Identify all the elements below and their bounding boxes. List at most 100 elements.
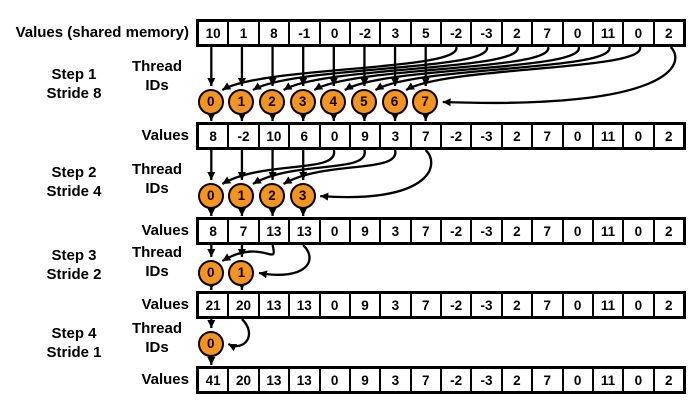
thread-id-circle: 3	[289, 88, 316, 115]
memory-cell: 7	[531, 294, 562, 316]
memory-cell: 2	[500, 294, 532, 316]
memory-cell: 13	[288, 220, 319, 242]
thread-id-circle: 6	[381, 88, 408, 115]
memory-cell: 9	[348, 294, 380, 316]
step-4-label: Step 4 Stride 1	[18, 324, 130, 362]
values-label-step1: Values	[141, 127, 189, 144]
memory-cell: 2	[500, 369, 532, 391]
memory-cell: 11	[591, 294, 623, 316]
arrow-right-operand	[252, 46, 489, 91]
memory-cell: 5	[409, 22, 440, 44]
memory-cell: 11	[591, 125, 623, 147]
memory-cell: 8	[199, 220, 228, 242]
memory-cell: 0	[622, 22, 653, 44]
memory-cell: 7	[531, 369, 562, 391]
step-label-line: Step 3	[51, 247, 97, 264]
memory-cell: 13	[288, 369, 319, 391]
arrow-right-operand	[221, 149, 335, 185]
thread-id-circle: 0	[197, 259, 224, 286]
memory-cell: 0	[318, 22, 349, 44]
values-label-step4: Values	[141, 371, 189, 388]
memory-cell: 6	[288, 125, 319, 147]
memory-cell: 2	[500, 22, 532, 44]
memory-cell: 2	[652, 220, 683, 242]
thread-id-circle: 2	[259, 88, 286, 115]
memory-cell: 10	[257, 125, 289, 147]
memory-cell: 0	[622, 125, 653, 147]
memory-cell: -2	[227, 125, 258, 147]
memory-cell: -3	[470, 220, 501, 242]
thread-id-circle: 7	[412, 88, 439, 115]
memory-cell: -2	[440, 22, 471, 44]
memory-cell: 7	[409, 369, 440, 391]
memory-cell: 7	[531, 220, 562, 242]
memory-cell: -3	[470, 22, 501, 44]
memory-cell: 2	[652, 369, 683, 391]
memory-cell: 0	[622, 294, 653, 316]
memory-cell: 0	[561, 22, 592, 44]
memory-cell: -2	[440, 220, 471, 242]
memory-cell: 20	[227, 294, 258, 316]
memory-cell: 0	[561, 125, 592, 147]
memory-cell: 7	[409, 220, 440, 242]
shared-memory-label: Values (shared memory)	[15, 24, 189, 41]
arrow-right-operand	[258, 244, 311, 279]
arrow-right-operand	[320, 149, 433, 201]
memory-cell: 0	[318, 369, 349, 391]
memory-cell: 7	[531, 125, 562, 147]
memory-cell: 2	[500, 220, 532, 242]
step-label-line: Step 4	[51, 325, 97, 342]
thread-ids-label-step2: Thread IDs	[131, 161, 182, 197]
memory-cell: 20	[227, 369, 258, 391]
arrow-right-operand	[221, 46, 458, 91]
memory-cell: 3	[379, 294, 410, 316]
memory-cell: 9	[348, 369, 380, 391]
arrow-right-operand	[374, 46, 611, 91]
thread-id-circle: 0	[197, 182, 224, 209]
stride-label-line: Stride 2	[46, 266, 102, 283]
memory-cell: 10	[199, 22, 228, 44]
memory-cell: -2	[348, 22, 380, 44]
memory-cell: 0	[561, 220, 592, 242]
memory-cell: 0	[318, 294, 349, 316]
thread-id-circle: 2	[259, 182, 286, 209]
memory-cell: 7	[409, 294, 440, 316]
memory-cell: 41	[199, 369, 228, 391]
arrow-right-operand	[344, 46, 580, 91]
memory-cell: 7	[227, 220, 258, 242]
step-1-label: Step 1 Stride 8	[18, 65, 130, 103]
memory-cell: -3	[470, 294, 501, 316]
memory-cell: 0	[318, 220, 349, 242]
memory-cell: 0	[561, 294, 592, 316]
memory-cell: 2	[652, 22, 683, 44]
memory-cell: 11	[591, 220, 623, 242]
memory-cell: 7	[409, 125, 440, 147]
thread-id-circle: 1	[228, 182, 255, 209]
memory-cell: 3	[379, 369, 410, 391]
arrow-right-operand	[252, 149, 366, 185]
memory-cell: 9	[348, 220, 380, 242]
memory-cell: 21	[199, 294, 228, 316]
thread-ids-label-step3: Thread IDs	[131, 244, 182, 280]
thread-id-circle: 3	[289, 182, 316, 209]
memory-cell: -3	[470, 125, 501, 147]
arrow-right-operand	[282, 46, 519, 91]
arrow-right-operand	[405, 46, 642, 91]
memory-cell: 9	[348, 125, 380, 147]
arrow-right-operand	[227, 318, 250, 352]
stride-label-line: Stride 8	[46, 85, 102, 102]
memory-cell: 0	[561, 369, 592, 391]
memory-cell: 3	[379, 220, 410, 242]
memory-cell: 2	[652, 125, 683, 147]
step-label-line: Step 1	[51, 66, 97, 83]
memory-cell: 0	[622, 220, 653, 242]
thread-ids-label-step4: Thread IDs	[131, 320, 182, 356]
memory-cell: 11	[591, 369, 623, 391]
arrow-right-operand	[442, 46, 677, 107]
